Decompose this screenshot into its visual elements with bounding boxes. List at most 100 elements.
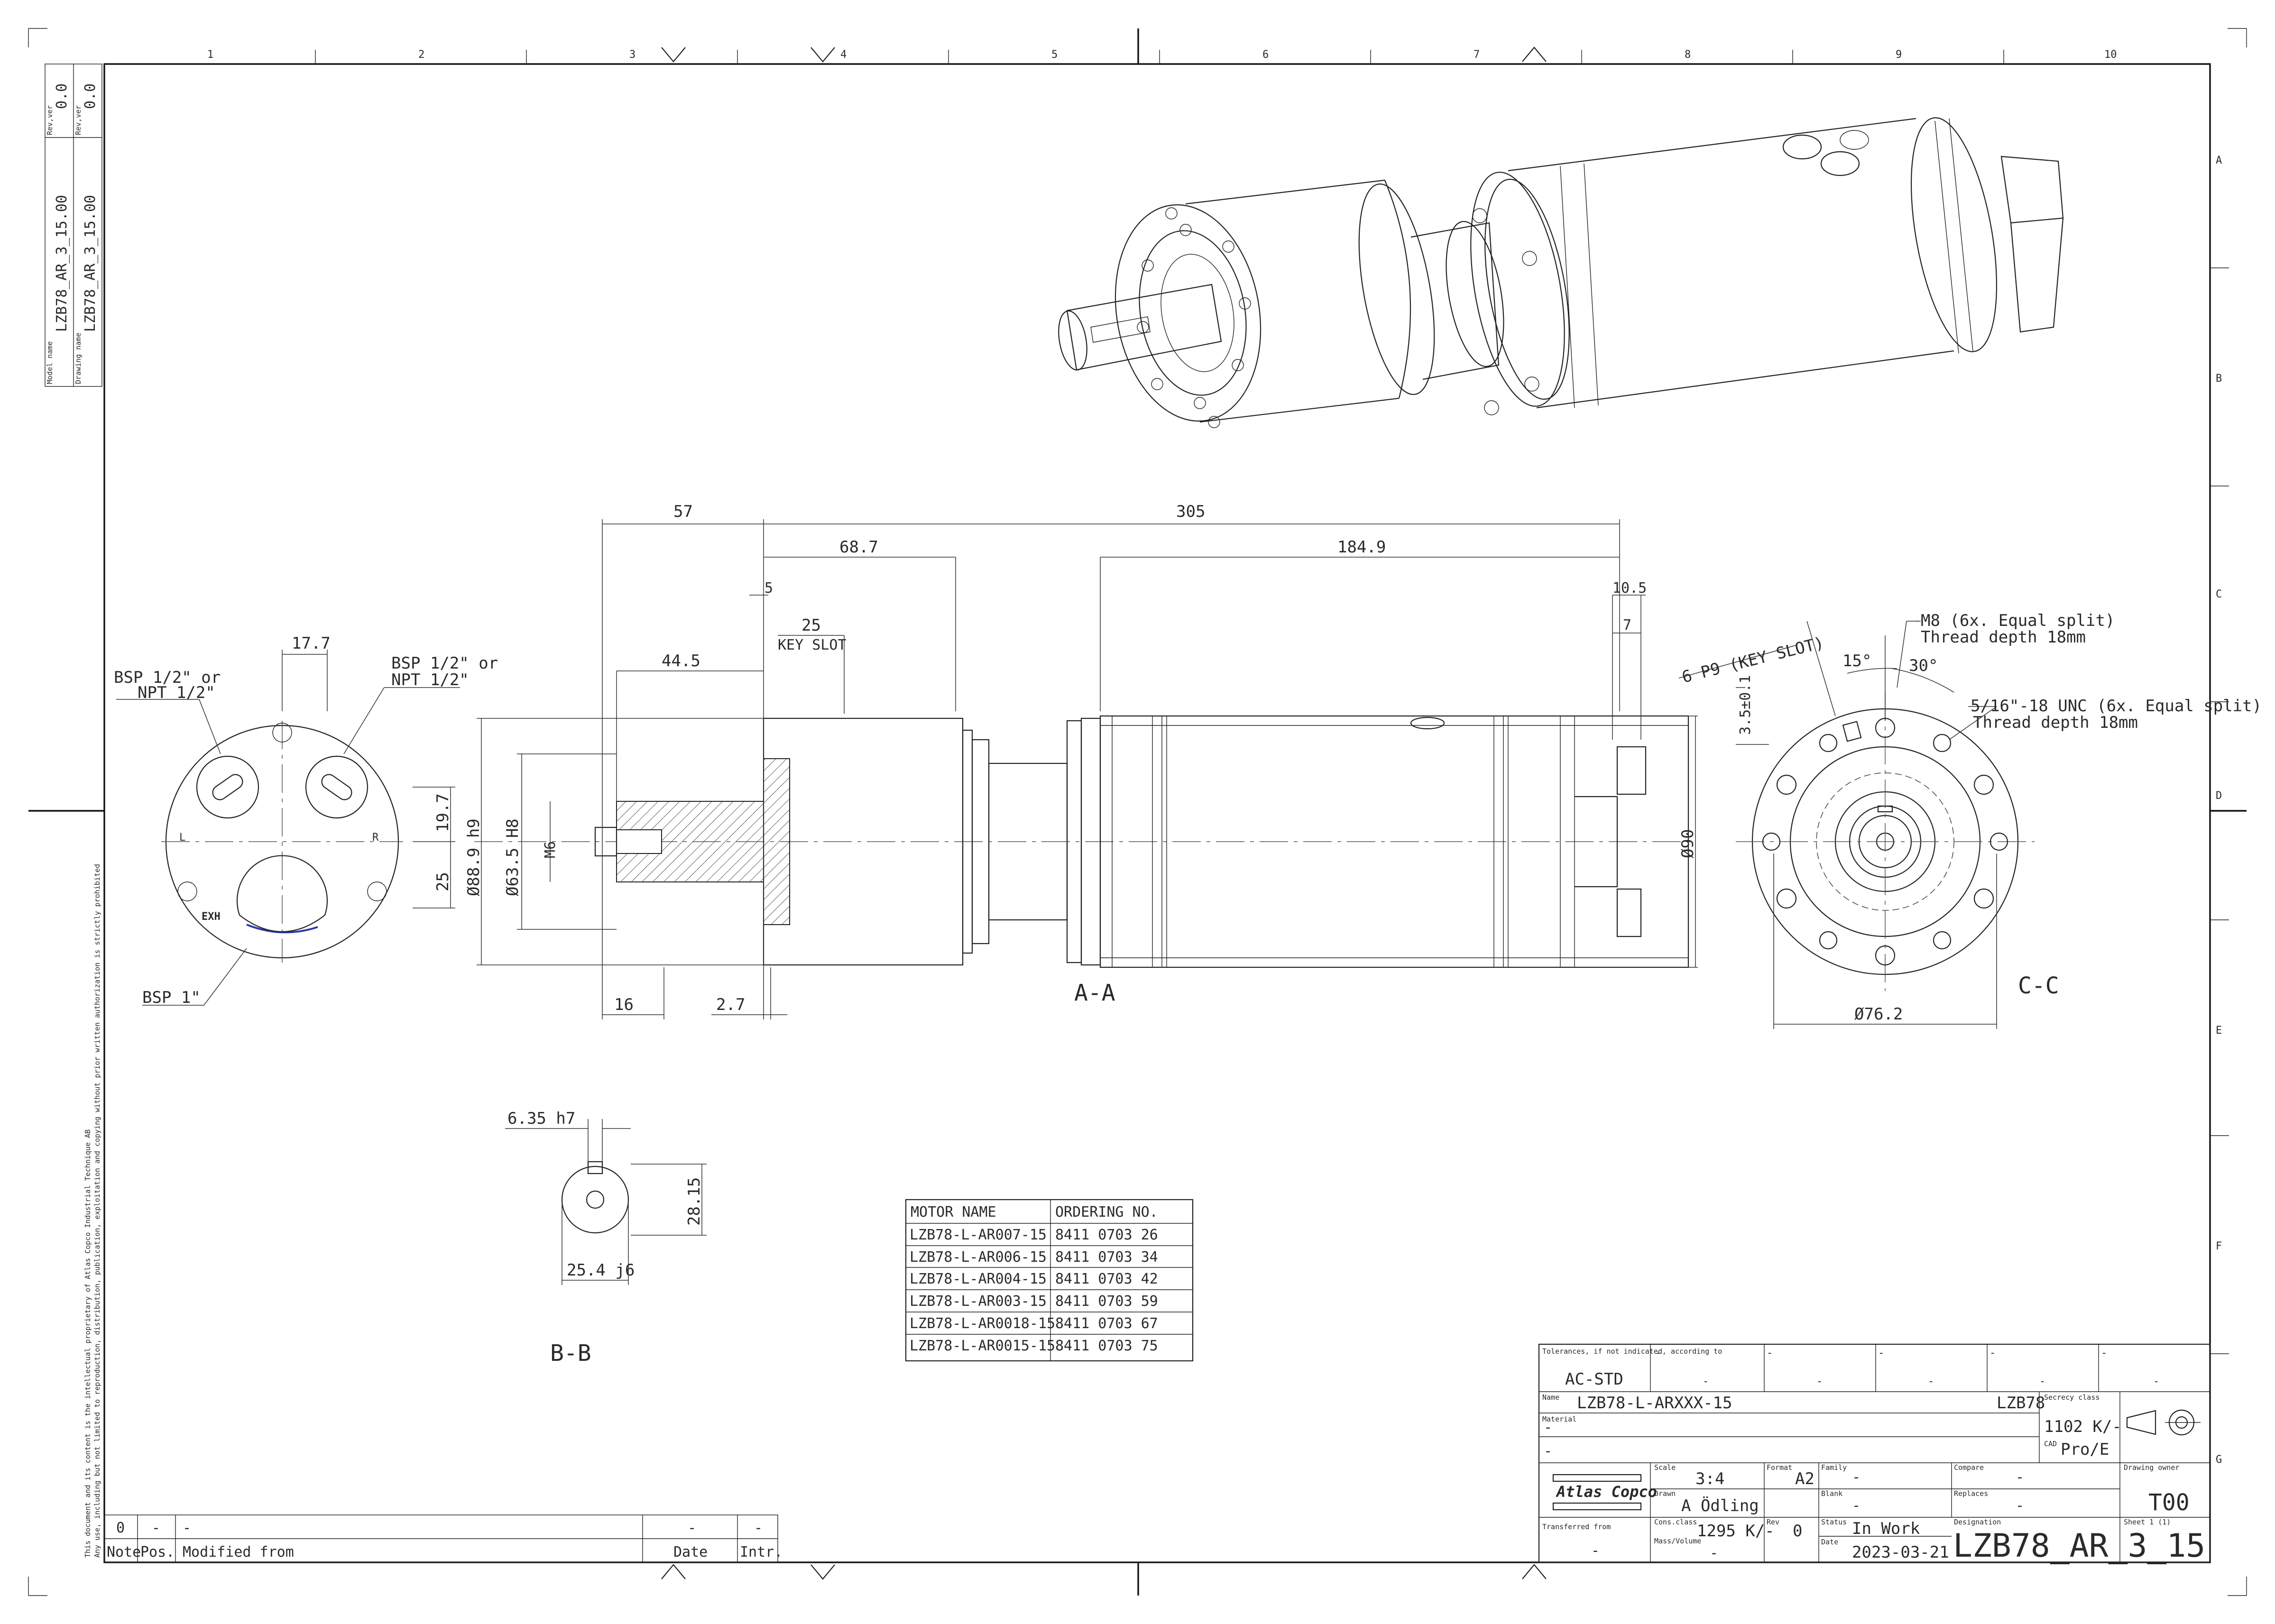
dash: - [2039,1376,2045,1387]
cons-value: 1295 K/- [1697,1522,1775,1541]
ordering-no: 8411 0703 42 [1055,1271,1158,1287]
rev-modified: - [183,1520,191,1536]
scale-value: 3:4 [1695,1469,1724,1488]
row-label: A [2216,155,2222,166]
dim-10-5: 10.5 [1612,580,1647,596]
rev-pos: - [152,1520,160,1536]
col-label: 7 [1474,49,1480,61]
bsp-right-1: BSP 1/2" or [391,654,498,673]
model-name: LZB78_AR_3_15.00 [54,195,70,332]
scale-label: Scale [1654,1463,1676,1472]
replaces-value: - [2016,1497,2024,1514]
dim-44-5: 44.5 [662,651,700,670]
confidentiality-notice: This document and its content is the int… [83,864,101,1558]
table-row: LZB78-L-AR007-15 8411 0703 26 [910,1227,1158,1243]
tolerances-value: AC-STD [1565,1370,1623,1389]
cad-label: CAD [2044,1440,2057,1448]
dim-68-7: 68.7 [839,538,878,557]
col-label: 10 [2104,49,2117,61]
port-r: R [372,832,379,844]
blank-label: Blank [1821,1489,1842,1498]
format-label: Format [1767,1463,1792,1472]
rev-ver-label: Rev,ver [74,105,83,135]
table-row: LZB78-L-AR003-15 8411 0703 59 [910,1293,1158,1310]
ordering-no: 8411 0703 34 [1055,1249,1158,1266]
dim-28-15: 28.15 [685,1177,704,1226]
sheet-label: Sheet 1 (1) [2124,1518,2171,1526]
section-label-bb: B-B [550,1340,591,1367]
dim-7: 7 [1623,617,1631,633]
m8-note-2: Thread depth 18mm [1921,628,2086,647]
rev-header: Modified from [183,1544,294,1560]
unc-note-2: Thread depth 18mm [1973,713,2138,732]
family-value: - [1852,1469,1861,1486]
secrecy-label: Secrecy class [2044,1393,2100,1402]
rev-header: Intr. [740,1544,783,1560]
dash: - [1878,1347,1884,1359]
status-value: In Work [1852,1519,1920,1538]
dash: - [1767,1347,1773,1359]
rev-value: 0 [1793,1522,1802,1541]
col-label: 1 [207,49,213,61]
rev-intr: - [754,1520,763,1536]
dim-184-9: 184.9 [1337,538,1386,557]
dim-dia-88-9: Ø88.9 h9 [464,818,483,896]
bsp-left-2: NPT 1/2" [138,683,215,702]
dim-19-7: 19.7 [433,793,452,832]
motor-name: LZB78-L-AR006-15 [910,1249,1047,1266]
col-label: 6 [1262,49,1269,61]
motor-ordering-table: MOTOR NAME ORDERING NO. LZB78-L-AR007-15… [905,1199,1194,1362]
drawing-owner-value: T00 [2148,1489,2190,1516]
col-label: 5 [1051,49,1058,61]
date-value: 2023-03-21 [1852,1543,1949,1562]
ordering-no: 8411 0703 26 [1055,1227,1158,1243]
key-slot-label: KEY SLOT [778,637,847,653]
col-label: 2 [418,49,424,61]
family-label: Family [1821,1463,1847,1472]
section-label-aa: A-A [1074,980,1115,1006]
compare-label: Compare [1954,1463,1984,1472]
row-label: F [2216,1240,2222,1252]
material-value-2: - [1544,1443,1552,1459]
drawing-owner-label: Drawing owner [2124,1463,2179,1472]
motor-name: LZB78-L-AR0018-15 [910,1315,1055,1332]
rev-note: 0 [116,1520,125,1536]
dim-m6: M6 [542,841,559,858]
dim-305: 305 [1176,502,1205,521]
bsp-left-1: BSP 1/2" or [114,668,221,687]
dim-dia-63-5: Ø63.5 H8 [503,818,522,896]
confidentiality-line: This document and its content is the int… [83,1129,92,1558]
compare-value: - [2016,1469,2024,1486]
rev-header: Pos. [140,1544,175,1560]
ordering-no: 8411 0703 67 [1055,1315,1158,1332]
col-label: 3 [629,49,636,61]
row-label: E [2216,1025,2222,1037]
row-labels: A B C D E F G [2216,155,2222,1466]
m8-note-1: M8 (6x. Equal split) [1921,611,2115,630]
drawing-name: LZB78_AR_3_15.00 [82,195,99,332]
cons-label: Cons.class [1654,1518,1697,1526]
dim-6-35: 6.35 h7 [507,1109,575,1128]
name-value: LZB78-L-ARXXX-15 [1577,1394,1732,1413]
dash: - [1703,1376,1709,1387]
motor-name: LZB78-L-AR003-15 [910,1293,1047,1310]
projection-symbol-icon [2126,1409,2201,1436]
section-label-cc: C-C [2018,973,2059,999]
section-view-bb: 6.35 h7 28.15 25.4 j6 B-B [505,1109,707,1367]
dimensions-cc: M8 (6x. Equal split) Thread depth 18mm 5… [1678,611,2262,1029]
status-label: Status [1821,1518,1847,1526]
end-view-ports: L R EXH [161,721,403,963]
model-name-label: Model name [46,341,54,384]
dash: - [2101,1347,2107,1359]
dim-3-5: 3.5±0.1 [1737,675,1754,735]
dim-2-7: 2.7 [716,995,745,1014]
name-suffix: LZB78 [1997,1394,2045,1413]
cad-value: Pro/E [2061,1440,2109,1459]
rev-ver: 0.0 [82,83,99,109]
mass-label: Mass/Volume [1654,1537,1701,1545]
dash: - [1928,1376,1934,1387]
angle-15: 15° [1842,651,1871,670]
dash: - [1989,1347,1996,1359]
row-label: B [2216,373,2222,385]
